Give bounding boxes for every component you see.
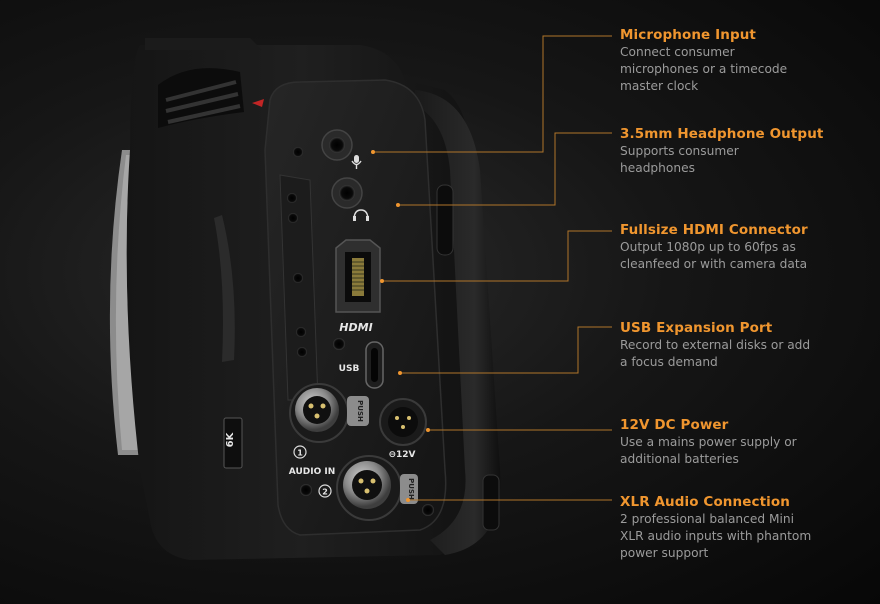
push-label-1: PUSH <box>356 400 364 422</box>
callout-headphone-output: 3.5mm Headphone Output Supports consumer… <box>620 125 870 177</box>
badge-6k-text: 6K <box>225 431 236 447</box>
xlr-input-1: PUSH 1 <box>289 383 369 459</box>
callout-description: 2 professional balanced Mini XLR audio i… <box>620 512 812 560</box>
callout-description: Record to external disks or add a focus … <box>620 338 811 369</box>
usb-label: USB <box>339 364 360 374</box>
leader-line-headphone <box>398 132 612 206</box>
leader-dots <box>371 150 430 502</box>
callout-hdmi-connector: Fullsize HDMI Connector Output 1080p up … <box>620 221 870 273</box>
headphone-jack <box>331 177 369 221</box>
callout-title: XLR Audio Connection <box>620 494 790 510</box>
input-1-number: 1 <box>297 449 303 458</box>
usb-port: USB <box>339 341 384 389</box>
callout-title: Fullsize HDMI Connector <box>620 222 808 238</box>
push-label-2: PUSH <box>407 478 415 500</box>
callout-description: Output 1080p up to 60fps as cleanfeed or… <box>620 240 808 271</box>
vent-grille <box>158 68 244 128</box>
leader-lines <box>373 35 612 501</box>
headphone-icon <box>353 209 369 221</box>
leader-line-usb <box>400 326 612 374</box>
hdmi-label: HDMI <box>339 321 372 334</box>
audio-in-label: AUDIO IN <box>289 467 335 477</box>
callout-title: 12V DC Power <box>620 417 729 433</box>
hdmi-port: HDMI <box>335 239 381 334</box>
xlr-input-2: PUSH 2 AUDIO IN <box>289 455 434 521</box>
callout-usb-expansion-port: USB Expansion Port Record to external di… <box>620 319 870 371</box>
callout-12v-dc-power: 12V DC Power Use a mains power supply or… <box>620 416 870 468</box>
callout-description: Supports consumer headphones <box>620 144 739 175</box>
leader-line-hdmi <box>382 230 612 282</box>
callout-description: Connect consumer microphones or a timeco… <box>620 45 788 93</box>
callout-title: Microphone Input <box>620 27 756 43</box>
microphone-jack <box>321 129 362 169</box>
microphone-icon <box>351 155 362 169</box>
input-2-number: 2 <box>322 488 328 497</box>
callout-title: USB Expansion Port <box>620 320 773 336</box>
callout-title: 3.5mm Headphone Output <box>620 126 824 142</box>
callout-xlr-audio-connection: XLR Audio Connection 2 professional bala… <box>620 493 870 562</box>
leader-line-microphone <box>373 35 612 153</box>
power-label: ⊖12V <box>388 450 415 460</box>
callout-description: Use a mains power supply or additional b… <box>620 435 797 466</box>
badge-6k: 6K <box>223 417 243 469</box>
callout-microphone-input: Microphone Input Connect consumer microp… <box>620 26 870 95</box>
dc-power-port: ⊖12V <box>379 398 427 460</box>
